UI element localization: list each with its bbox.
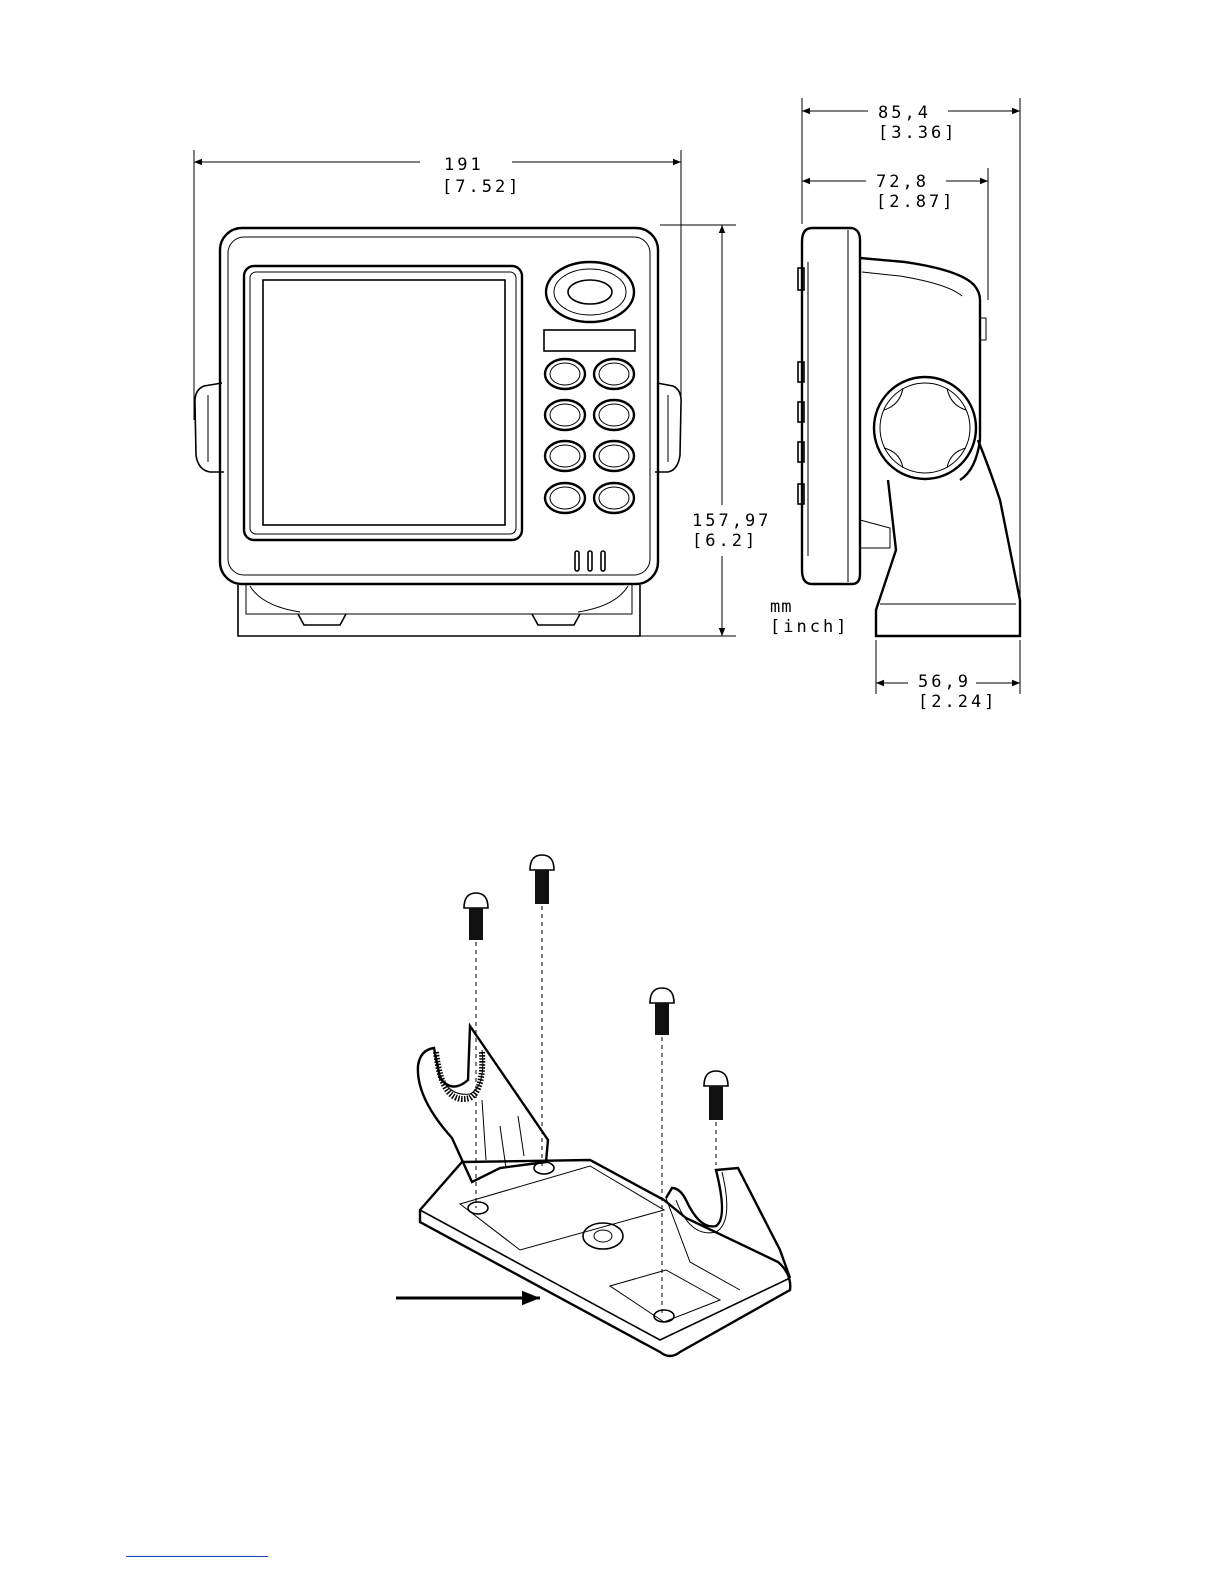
dim-depth-total-mm: 85,4 — [878, 103, 931, 123]
side-stand — [876, 440, 1020, 636]
screw-3 — [650, 988, 674, 1035]
bracket-base — [420, 1160, 790, 1356]
serrated-ring — [436, 1052, 482, 1099]
unit-label-metric: mm — [770, 597, 792, 617]
cursor-pad — [546, 262, 634, 322]
dim-height-mm: 157,97 — [692, 511, 771, 531]
side-view — [798, 228, 1020, 636]
screw-2 — [530, 855, 554, 904]
dim-depth-total-in: [3.36] — [878, 123, 957, 143]
left-cradle — [418, 1026, 548, 1182]
dim-width-mm: 191 — [444, 155, 484, 175]
unit-body — [220, 228, 658, 584]
dim-base-mm: 56,9 — [918, 672, 971, 692]
dim-height-in: [6.2] — [692, 531, 758, 551]
speaker-slots — [575, 551, 605, 571]
dim-base-in: [2.24] — [918, 692, 997, 712]
dim-depth-unit-mm: 72,8 — [876, 172, 929, 192]
dim-depth-unit-in: [2.87] — [876, 192, 955, 212]
front-stand — [238, 585, 640, 636]
label-window — [544, 330, 635, 351]
unit-label-imperial: [inch] — [770, 617, 849, 637]
screw-1 — [464, 893, 488, 940]
dim-width-in: [7.52] — [442, 177, 521, 197]
screen-bezel — [244, 266, 522, 540]
mounting-bracket-exploded — [418, 855, 790, 1356]
right-cradle — [666, 1168, 790, 1278]
keypad — [545, 359, 634, 513]
front-view — [195, 228, 681, 636]
screen — [263, 280, 505, 525]
side-knob — [874, 377, 976, 479]
unit-side — [802, 228, 860, 584]
screw-4 — [704, 1071, 728, 1120]
footer-rule — [126, 1556, 268, 1557]
